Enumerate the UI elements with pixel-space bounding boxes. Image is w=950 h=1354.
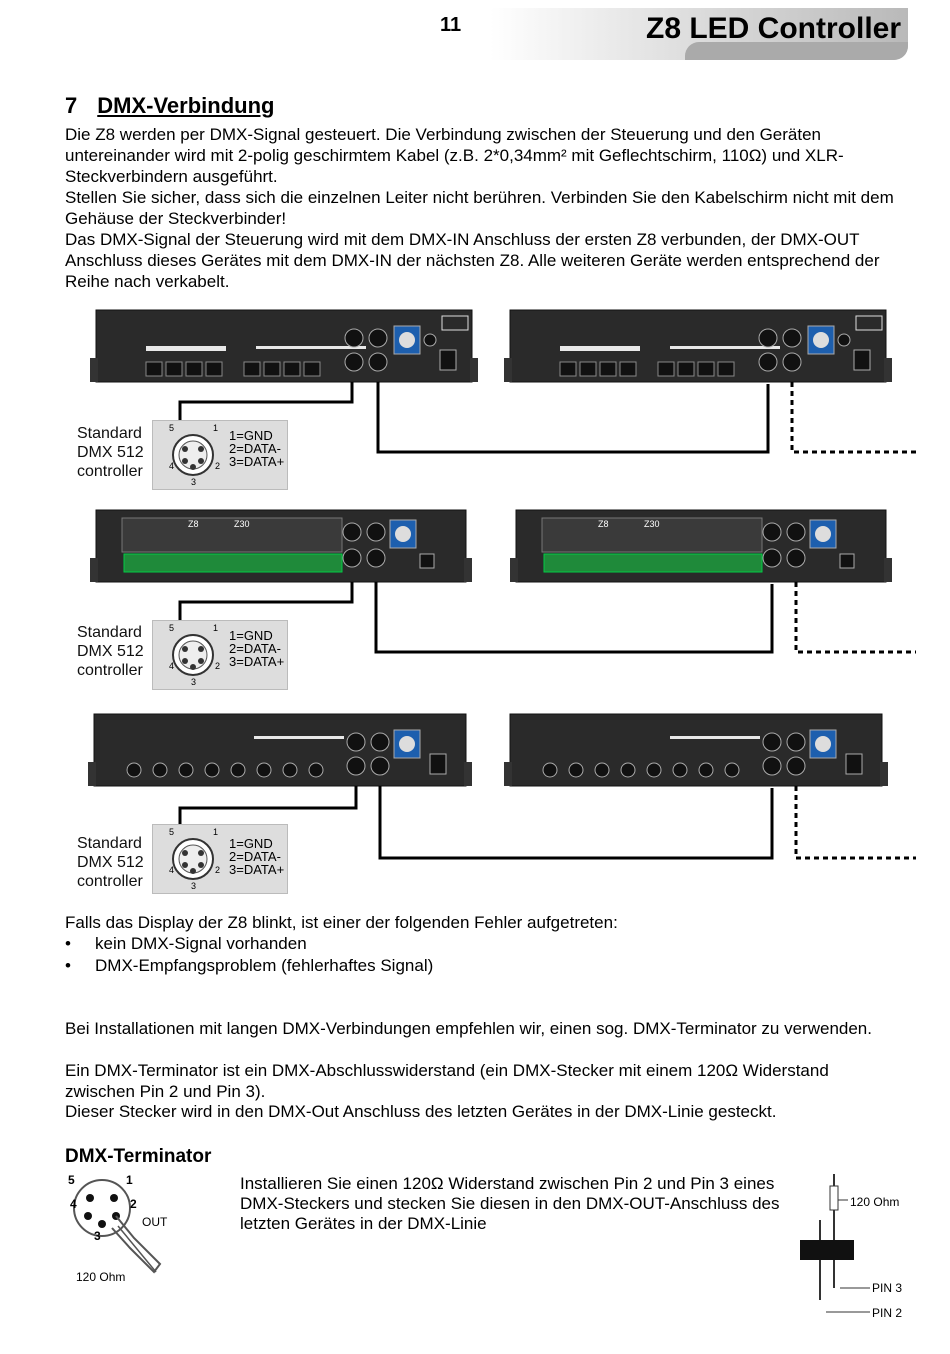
- xlr-connector-icon: 5 1 4 2 3: [169, 423, 220, 487]
- cable-next-2: [794, 582, 916, 654]
- install-paragraph-2: Ein DMX-Terminator ist ein DMX-Abschluss…: [65, 1061, 829, 1101]
- document-title: Z8 LED Controller: [646, 12, 902, 45]
- cable-link-2: [374, 582, 774, 654]
- error-intro: Falls das Display der Z8 blinkt, ist ein…: [65, 913, 618, 932]
- z8-unit-1: [89, 309, 479, 383]
- device-label-z30: Z30: [234, 519, 250, 529]
- svg-text:5: 5: [169, 623, 174, 633]
- z8-unit-3: [89, 509, 473, 583]
- svg-text:1: 1: [213, 827, 218, 837]
- section-title: DMX-Verbindung: [97, 93, 275, 118]
- header-bar: [490, 8, 908, 60]
- svg-text:4: 4: [169, 865, 174, 875]
- paragraph-1: Die Z8 werden per DMX-Signal gesteuert. …: [65, 125, 844, 186]
- section-number: 7: [65, 93, 78, 118]
- paragraph-2: Stellen Sie sicher, dass sich die einzel…: [65, 188, 894, 228]
- svg-text:4: 4: [70, 1197, 77, 1211]
- svg-text:5: 5: [169, 423, 174, 433]
- svg-text:3: 3: [94, 1229, 101, 1243]
- svg-text:4: 4: [169, 461, 174, 471]
- cable-link-1: [376, 382, 770, 454]
- terminator-text: Installieren Sie einen 120Ω Widerstand z…: [240, 1174, 780, 1233]
- z8-unit-5: [87, 713, 473, 787]
- terminator-plug-diagram: 5 1 4 2 3 OUT 120 Ohm: [68, 1173, 168, 1284]
- svg-text:2: 2: [130, 1197, 137, 1211]
- terminator-resistor-diagram: 120 Ohm PIN 3 PIN 2: [800, 1174, 902, 1320]
- install-paragraph-1: Bei Installationen mit langen DMX-Verbin…: [65, 1019, 872, 1038]
- section-heading: 7 DMX-Verbindung: [65, 93, 274, 119]
- error-item-2: •DMX-Empfangsproblem (fehlerhaftes Signa…: [65, 956, 434, 975]
- paragraph-3: Das DMX-Signal der Steuerung wird mit de…: [65, 230, 880, 291]
- cable-link-3: [378, 786, 774, 860]
- svg-text:120 Ohm: 120 Ohm: [76, 1270, 125, 1284]
- svg-text:2: 2: [215, 661, 220, 671]
- svg-text:5: 5: [169, 827, 174, 837]
- cable-next-1: [790, 382, 916, 454]
- terminator-heading: DMX-Terminator: [65, 1146, 212, 1167]
- svg-text:3: 3: [191, 677, 196, 687]
- error-item-1: •kein DMX-Signal vorhanden: [65, 934, 307, 953]
- svg-text:1: 1: [213, 623, 218, 633]
- z8-unit-6: [503, 713, 889, 787]
- device-label-z30-b: Z30: [644, 519, 660, 529]
- cable-controller-2: [178, 582, 354, 620]
- install-paragraph-3: Dieser Stecker wird in den DMX-Out Ansch…: [65, 1102, 777, 1121]
- svg-text:3: 3: [191, 881, 196, 891]
- xlr-connector-icon: 5 1 4 2 3: [169, 827, 220, 891]
- z8-unit-4: [509, 509, 893, 583]
- svg-text:2: 2: [215, 865, 220, 875]
- svg-text:5: 5: [68, 1173, 75, 1187]
- page-number: 11: [440, 14, 462, 36]
- device-label-z8: Z8: [188, 519, 199, 529]
- dmx-wiring-diagram: Z8 Z30 Z8 Z30: [87, 309, 916, 860]
- svg-text:PIN 2: PIN 2: [872, 1306, 902, 1320]
- svg-text:120 Ohm: 120 Ohm: [850, 1195, 899, 1209]
- xlr-connector-icon: 5 1 4 2 3: [169, 623, 220, 687]
- svg-text:3: 3: [191, 477, 196, 487]
- z8-unit-2: [503, 309, 893, 383]
- cable-next-3: [794, 786, 916, 860]
- cable-controller-1: [178, 382, 354, 420]
- svg-text:PIN 3: PIN 3: [872, 1281, 902, 1295]
- svg-text:1: 1: [126, 1173, 133, 1187]
- svg-text:2: 2: [215, 461, 220, 471]
- svg-text:4: 4: [169, 661, 174, 671]
- cable-controller-3: [178, 786, 358, 824]
- svg-text:OUT: OUT: [142, 1215, 168, 1229]
- svg-text:1: 1: [213, 423, 218, 433]
- device-label-z8-b: Z8: [598, 519, 609, 529]
